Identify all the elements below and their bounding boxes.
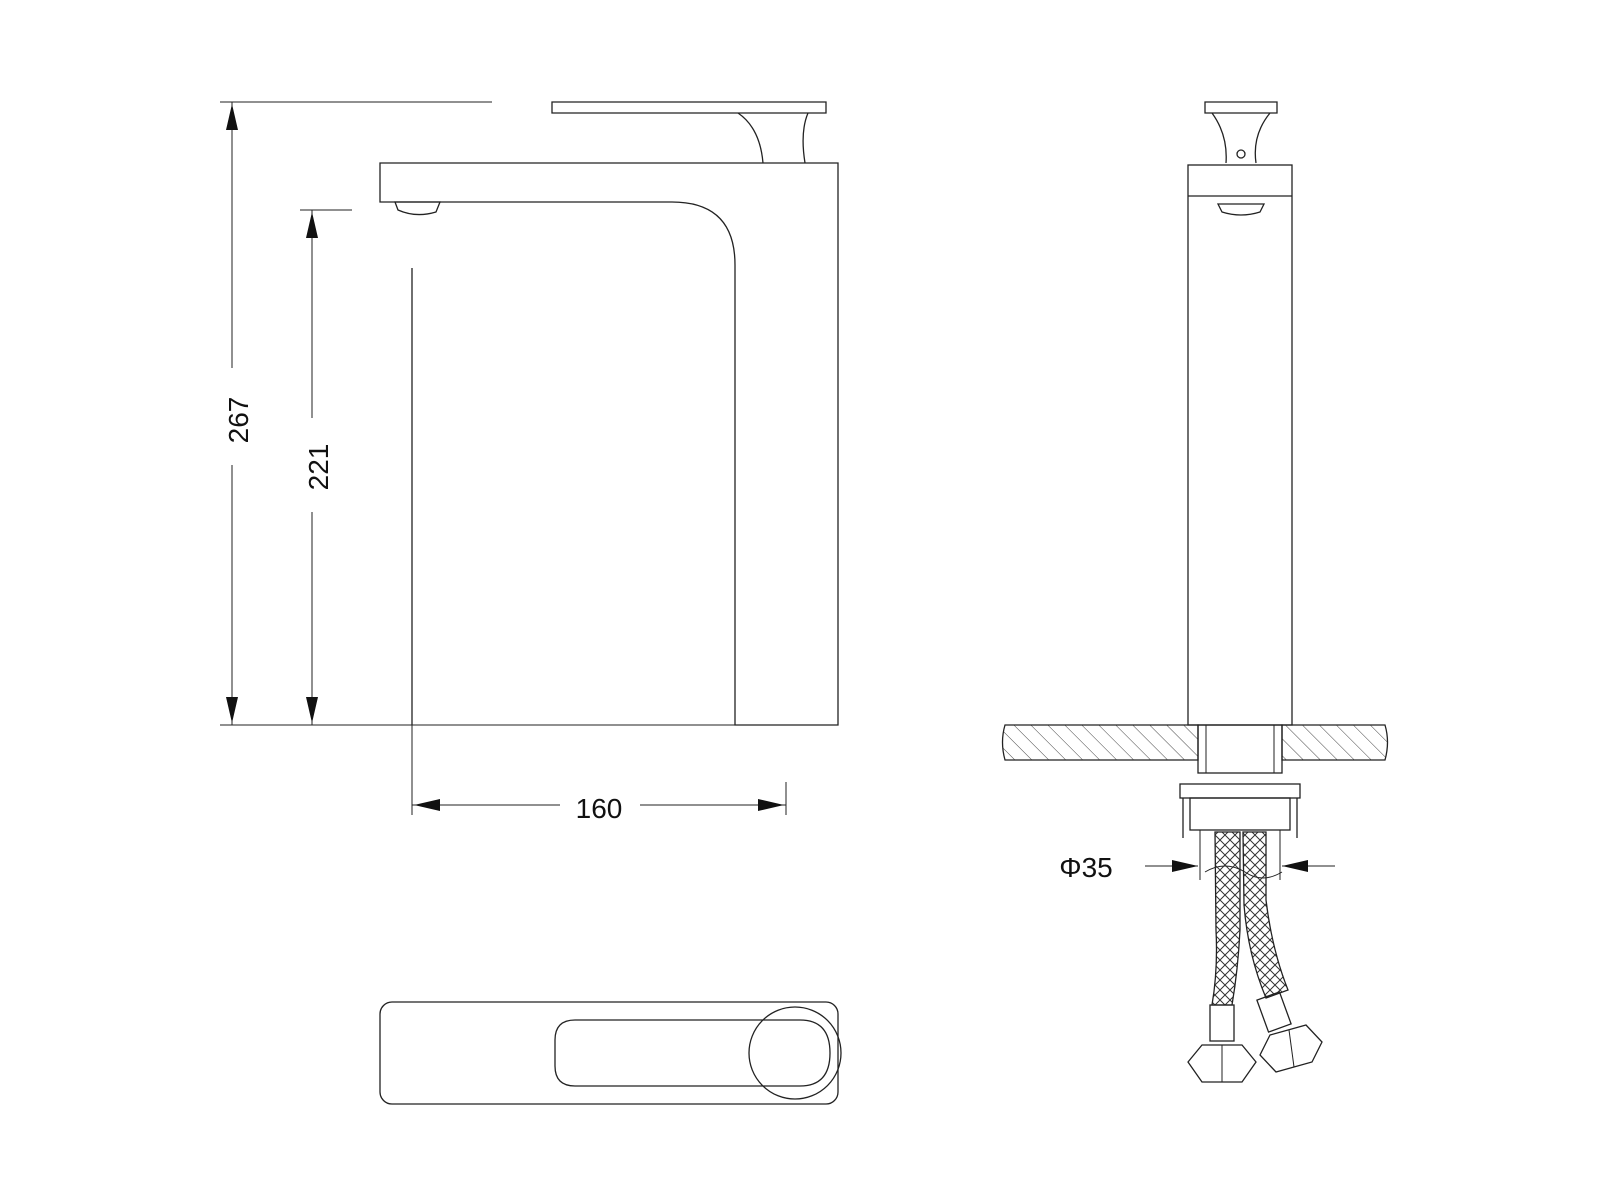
spout-reach-label: 160 [576, 793, 623, 824]
fitting-left-ferrule [1209, 1004, 1235, 1042]
spout-aerator [394, 201, 441, 216]
total-height-label: 267 [223, 397, 254, 444]
hose-break-mark [1204, 865, 1283, 879]
top-view-handle [554, 1019, 831, 1087]
side-aerator [1216, 203, 1266, 216]
side-handle-screw [1236, 149, 1246, 159]
mounting-washer [1179, 783, 1301, 799]
mounting-nut [1189, 797, 1291, 831]
handle-stem [737, 112, 809, 164]
dimension-shank-diameter: Φ35 [1059, 830, 1335, 883]
fitting-right-nut-divider [1288, 1029, 1295, 1068]
shank [1197, 724, 1283, 774]
front-view: 267 221 160 [220, 101, 839, 824]
countertop-right [1281, 724, 1389, 761]
dimension-total-height: 267 [223, 102, 254, 725]
handle-lever [551, 101, 827, 114]
side-body [1187, 164, 1293, 726]
dimension-spout-reach: 160 [411, 725, 787, 824]
hose-left [1211, 831, 1241, 1006]
countertop-left [1001, 724, 1199, 761]
top-view-body [379, 1001, 839, 1105]
faucet-body-outline [379, 162, 839, 726]
side-view: Φ35 [1001, 101, 1389, 1083]
spout-height-label: 221 [303, 444, 334, 491]
fitting-right-nut [1259, 1024, 1323, 1073]
fitting-left-nut [1187, 1044, 1257, 1083]
shank-diameter-label: Φ35 [1059, 852, 1112, 883]
top-view-cartridge [748, 1006, 842, 1100]
top-view [379, 1001, 842, 1105]
side-handle-knob [1204, 101, 1278, 164]
fitting-right-ferrule [1256, 991, 1292, 1033]
hose-right [1242, 831, 1289, 999]
dimension-spout-height: 221 [303, 210, 334, 725]
